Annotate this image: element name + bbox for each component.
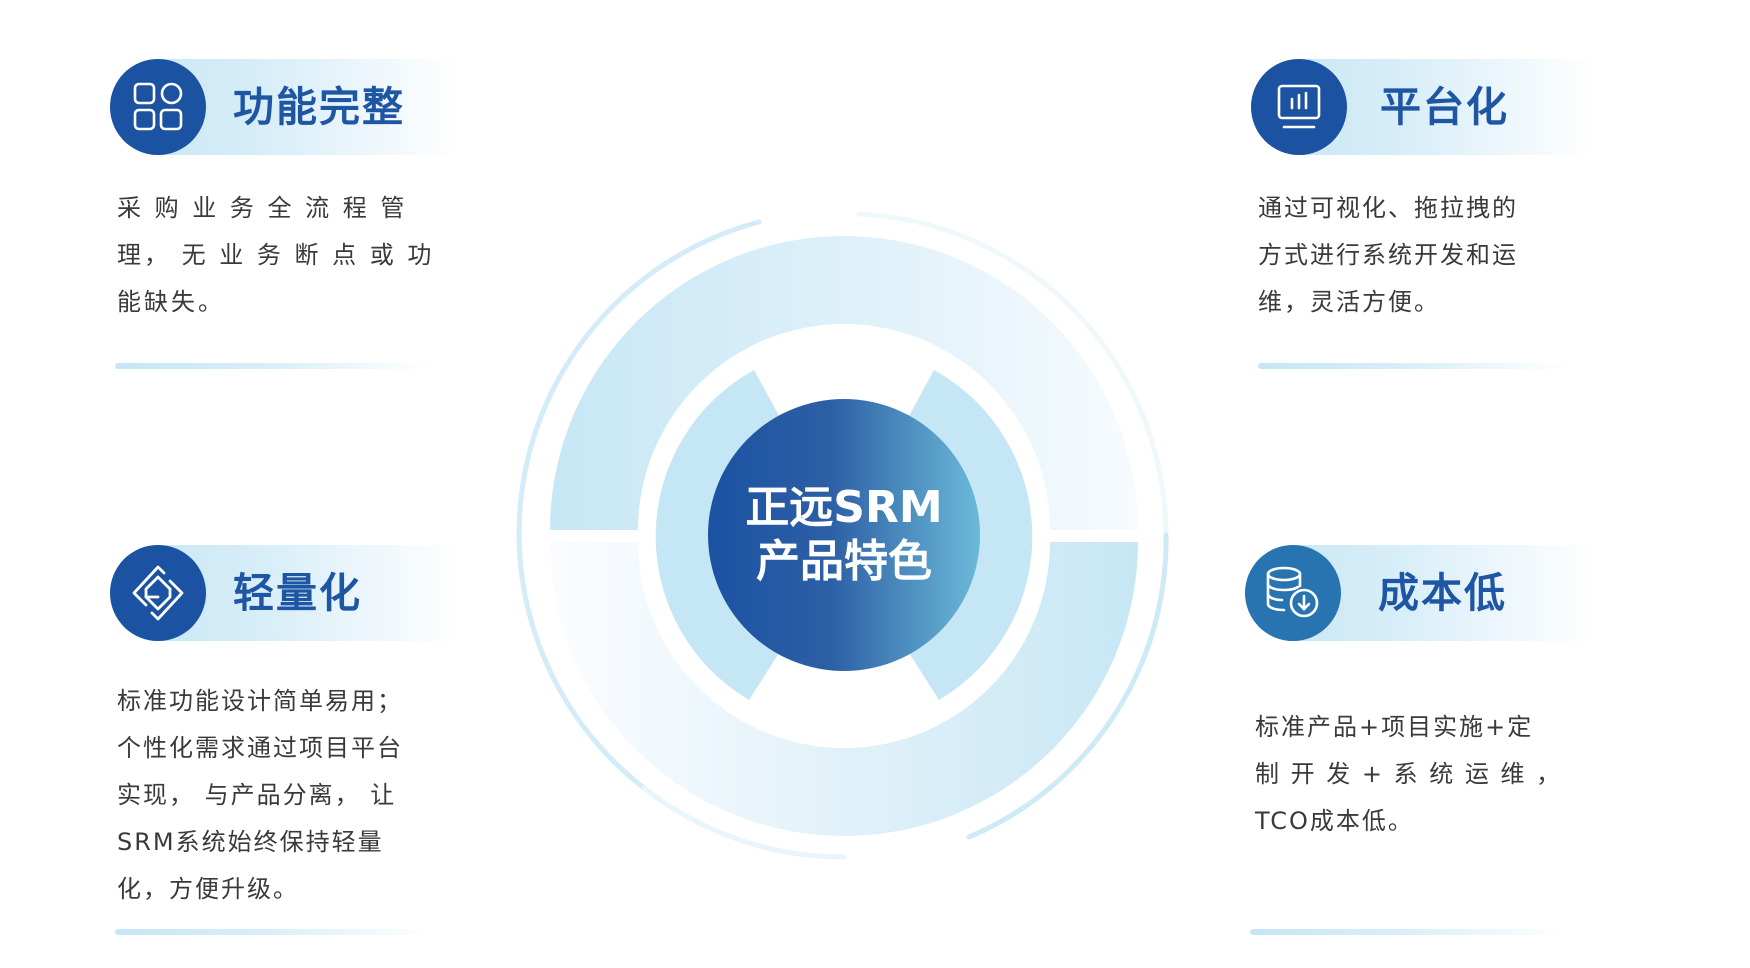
feature-description: 标准功能设计简单易用； 个性化需求通过项目平台 实现， 与产品分离， 让 SRM… xyxy=(117,678,437,913)
feature-title: 轻量化 xyxy=(233,569,362,617)
description-line: 标准功能设计简单易用； xyxy=(117,687,403,715)
description-line: 通过可视化、拖拉拽的 xyxy=(1258,194,1518,222)
divider xyxy=(1258,363,1568,369)
feature-description: 采 购 业 务 全 流 程 管 理， 无 业 务 断 点 或 功 能缺失。 xyxy=(117,185,437,326)
center-title: 正远SRM 产品特色 xyxy=(514,205,1174,865)
center-title-line2: 产品特色 xyxy=(756,536,932,587)
center-title-line1: 正远SRM xyxy=(745,482,943,533)
feature-title: 功能完整 xyxy=(233,83,405,131)
feature-description: 标准产品+项目实施+定 制 开 发 + 系 统 运 维 ， TCO成本低。 xyxy=(1255,704,1575,845)
divider xyxy=(115,929,430,935)
description-line: 理， 无 业 务 断 点 或 功 xyxy=(117,241,435,269)
grid-apps-icon xyxy=(110,59,206,155)
description-line: SRM系统始终保持轻量 xyxy=(117,828,384,856)
s-cube-logo-icon xyxy=(110,545,206,641)
description-line: 制 开 发 + 系 统 运 维 ， xyxy=(1255,760,1563,788)
center-diagram: 正远SRM 产品特色 xyxy=(514,205,1174,865)
divider xyxy=(1250,929,1565,935)
description-line: 能缺失。 xyxy=(117,288,225,316)
database-download-icon xyxy=(1245,545,1341,641)
feature-title: 成本低 xyxy=(1378,569,1507,617)
divider xyxy=(115,363,430,369)
description-line: 维，灵活方便。 xyxy=(1258,288,1440,316)
description-line: 实现， 与产品分离， 让 xyxy=(117,781,397,809)
description-line: TCO成本低。 xyxy=(1255,807,1414,835)
description-line: 采 购 业 务 全 流 程 管 xyxy=(117,194,408,222)
feature-title: 平台化 xyxy=(1380,83,1509,131)
feature-description: 通过可视化、拖拉拽的 方式进行系统开发和运 维，灵活方便。 xyxy=(1258,185,1578,326)
monitor-chart-icon xyxy=(1251,59,1347,155)
description-line: 化，方便升级。 xyxy=(117,875,299,903)
description-line: 方式进行系统开发和运 xyxy=(1258,241,1518,269)
description-line: 个性化需求通过项目平台 xyxy=(117,734,403,762)
description-line: 标准产品+项目实施+定 xyxy=(1255,713,1534,741)
ring-graphic xyxy=(516,211,1169,860)
